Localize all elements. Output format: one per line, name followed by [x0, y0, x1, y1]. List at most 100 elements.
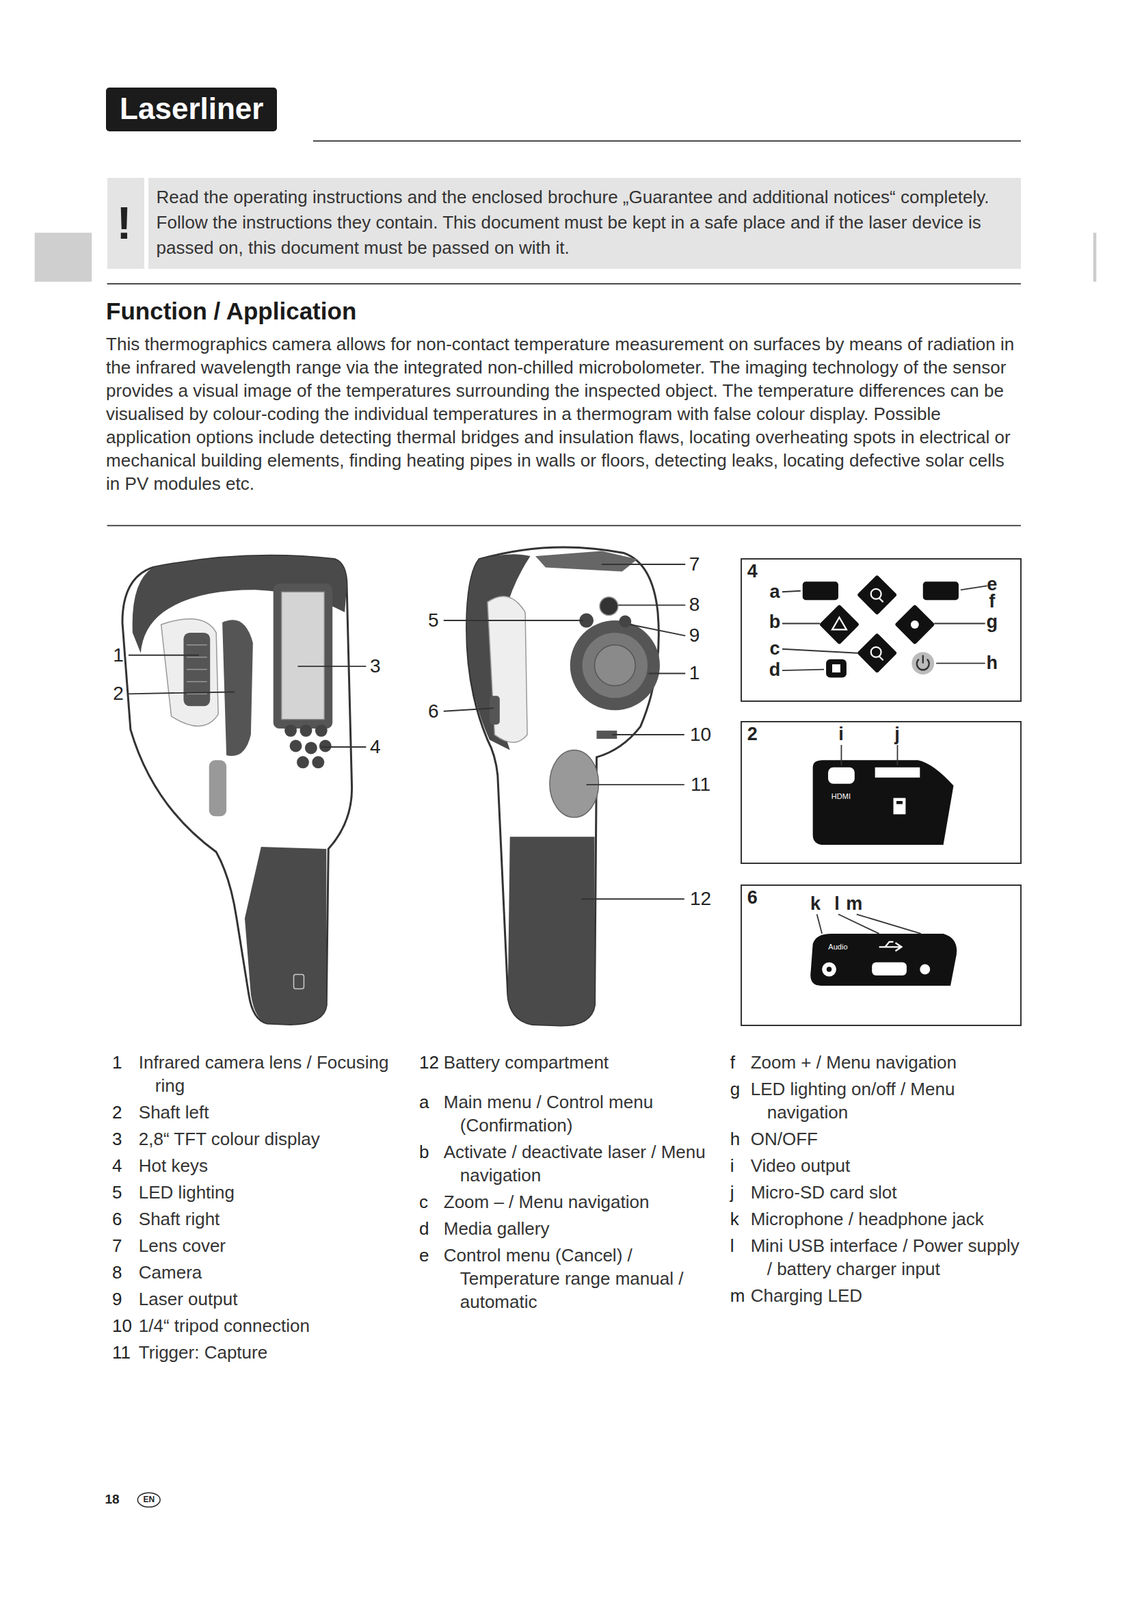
camera-front-view: [570, 620, 660, 710]
item-description: Camera: [138, 1260, 411, 1284]
camera-rear-view: [296, 755, 310, 768]
parts-list-item: gLED lighting on/off / Menu navigation: [730, 1076, 1021, 1124]
camera-rear-view: [209, 759, 227, 816]
right-port-panel: [817, 914, 922, 934]
left-port-panel: [841, 744, 843, 766]
hotkey-panel: [782, 585, 988, 671]
hotkey-panel: [802, 581, 839, 600]
leader-line: [648, 672, 686, 675]
camera-rear-view: [284, 724, 297, 737]
item-key: j: [730, 1180, 751, 1204]
item-key: l: [730, 1233, 751, 1281]
item-description: Micro-SD card slot: [750, 1180, 1021, 1204]
camera-rear-view: [304, 741, 318, 754]
right-port-panel: [919, 964, 930, 975]
camera-rear-view: [294, 974, 305, 989]
leader-line: [443, 707, 494, 711]
key-letter: b: [769, 611, 781, 633]
hotkey-inset: 4abcdefgh: [740, 557, 1023, 702]
page-decoration: [313, 140, 1021, 142]
camera-rear-view: [273, 583, 334, 729]
camera-front-view: [599, 596, 619, 616]
item-description: Media gallery: [443, 1216, 718, 1240]
hotkey-panel: [832, 617, 847, 630]
key-letter: d: [769, 659, 781, 681]
right-port-panel: [838, 914, 880, 934]
item-description: Lens cover: [138, 1233, 411, 1257]
camera-rear-view: [315, 724, 328, 737]
item-description: 1/4“ tripod connection: [138, 1313, 411, 1337]
hotkey-panel: [923, 581, 959, 600]
hotkey-panel: [821, 607, 857, 643]
right-port-panel: [856, 914, 922, 934]
hotkey-panel: [859, 635, 895, 671]
key-letter: f: [988, 590, 995, 612]
brand-name: Laserliner: [119, 91, 264, 126]
item-description: Activate / deactivate laser / Menu navig…: [443, 1139, 718, 1187]
warning-box: !Read the operating instructions and the…: [107, 177, 1021, 269]
parts-list-item: dMedia gallery: [419, 1216, 717, 1240]
camera-rear-view: [186, 656, 208, 658]
item-description: Mini USB interface / Power supply / batt…: [750, 1233, 1021, 1281]
callout-number: 2: [112, 682, 124, 705]
leader-line: [581, 897, 685, 900]
item-description: Shaft right: [138, 1206, 411, 1231]
camera-rear-view: [244, 846, 327, 1025]
page-decoration: [107, 283, 1021, 285]
hotkey-panel: [911, 651, 935, 675]
callout-number: 4: [369, 735, 381, 758]
right-port-panel: [879, 941, 902, 951]
page-decoration: [34, 232, 93, 282]
left-port-panel: [828, 767, 855, 784]
camera-front-view: [467, 547, 660, 1026]
item-key: g: [730, 1076, 751, 1124]
camera-rear-view: [186, 693, 208, 695]
item-description: Video output: [750, 1153, 1021, 1177]
camera-rear-view: [161, 618, 219, 727]
item-key: 2: [112, 1100, 139, 1124]
item-description: Control menu (Cancel) / Temperature rang…: [443, 1243, 718, 1313]
camera-rear-view: [186, 668, 208, 670]
item-description: Microphone / headphone jack: [750, 1206, 1021, 1231]
right-port-panel: [871, 962, 907, 976]
warning-symbol: !: [116, 196, 132, 249]
camera-rear-view: [122, 555, 353, 1024]
right-port-panel: [817, 914, 822, 934]
callout-number: 7: [689, 553, 701, 576]
key-letter: k: [810, 892, 821, 914]
item-key: i: [730, 1153, 751, 1177]
parts-list: fZoom + / Menu navigationgLED lighting o…: [730, 1050, 1021, 1307]
parts-list-item: 1Infrared camera lens / Focusing ring: [112, 1050, 410, 1097]
hotkey-panel: [782, 590, 801, 592]
key-letter: l: [834, 892, 840, 914]
hotkey-panel: [897, 607, 933, 643]
left-port-panel: [896, 800, 903, 804]
parts-list-item: mCharging LED: [730, 1283, 1021, 1307]
item-key: h: [730, 1126, 751, 1151]
item-key: 11: [112, 1340, 139, 1364]
parts-list-item: 9Laser output: [112, 1286, 410, 1311]
parts-list-item: jMicro-SD card slot: [730, 1180, 1021, 1204]
right-shaft-inset: 6klmAudio: [740, 884, 1023, 1026]
item-key: e: [419, 1243, 444, 1313]
hotkey-panel: [936, 662, 986, 664]
leader-line: [297, 665, 366, 667]
parts-list-item: iVideo output: [730, 1153, 1021, 1177]
parts-list-item: lMini USB interface / Power supply / bat…: [730, 1233, 1021, 1281]
camera-front-view: [489, 695, 500, 725]
item-description: 2,8“ TFT colour display: [138, 1126, 411, 1151]
item-key: m: [730, 1283, 751, 1307]
key-letter: g: [986, 611, 998, 633]
camera-rear-view: [186, 644, 208, 645]
camera-rear-view: [281, 591, 325, 719]
leader-line: [128, 564, 686, 899]
hotkey-panel: [960, 585, 988, 590]
key-letter: a: [769, 580, 780, 602]
left-shaft-inset: 2ijHDMI: [740, 720, 1023, 864]
right-port-panel: [821, 962, 837, 977]
parts-list-item: 4Hot keys: [112, 1153, 410, 1177]
item-description: Main menu / Control menu (Confirmation): [443, 1089, 718, 1137]
parts-list-item: bActivate / deactivate laser / Menu navi…: [419, 1139, 717, 1187]
hotkey-panel: [826, 659, 847, 678]
